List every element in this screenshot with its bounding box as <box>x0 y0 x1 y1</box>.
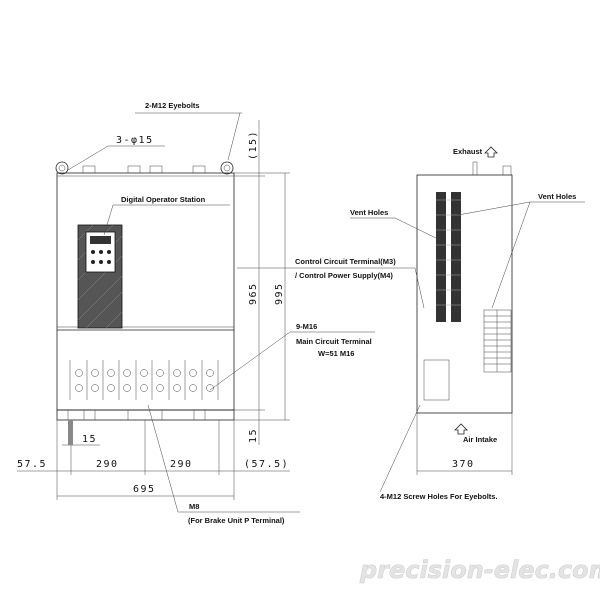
vent-holes-right-label: Vent Holes <box>538 192 576 201</box>
control-power-label: / Control Power Supply(M4) <box>295 271 393 280</box>
side-view <box>350 146 585 493</box>
exhaust-label: Exhaust <box>453 147 483 156</box>
control-terminal-block <box>423 359 450 401</box>
holes-label: 3-φ15 <box>116 135 154 146</box>
side-body-outline <box>416 174 513 414</box>
watermark: precision-elec.com <box>359 556 600 584</box>
air-intake-label: Air Intake <box>463 435 497 444</box>
dim-width-total: 695 <box>133 484 156 495</box>
air-intake-arrow-icon <box>454 423 468 435</box>
screw-holes-label: 4-M12 Screw Holes For Eyebolts. <box>380 492 498 501</box>
vent-grille <box>483 309 512 373</box>
vent-holes-column-2 <box>451 192 461 322</box>
brake-bolt-label: M8 <box>189 502 199 511</box>
eyebolt-left <box>55 161 69 175</box>
main-terminal-count: 9-M16 <box>296 322 317 331</box>
dim-pitch-1: 290 <box>96 459 119 470</box>
dim-left-offset: 57.5 <box>17 459 47 470</box>
main-terminal-label: Main Circuit Terminal <box>296 337 372 346</box>
dim-top-clearance: (15) <box>248 130 259 160</box>
dim-height-inner: 965 <box>248 282 259 305</box>
exhaust-arrow-icon <box>484 146 498 158</box>
main-circuit-terminals <box>69 360 219 400</box>
dim-pitch-2: 290 <box>170 459 193 470</box>
dim-bottom-foot: 15 <box>248 428 259 443</box>
dim-height-total: 995 <box>274 282 285 305</box>
dim-hole-width: 15 <box>82 434 97 445</box>
brake-unit-label: (For Brake Unit P Terminal) <box>188 516 285 525</box>
vent-holes-column-1 <box>436 192 446 322</box>
vent-holes-left-label: Vent Holes <box>350 208 388 217</box>
bottom-foot <box>56 409 235 421</box>
eyebolt-right <box>220 161 234 175</box>
dim-depth: 370 <box>452 459 475 470</box>
eyebolts-label: 2-M12 Eyebolts <box>145 101 200 110</box>
dim-right-offset: (57.5) <box>244 459 289 470</box>
main-terminal-width: W=51 M16 <box>318 349 354 358</box>
operator-station-label: Digital Operator Station <box>121 195 206 204</box>
control-terminal-label: Control Circuit Terminal(M3) <box>295 257 396 266</box>
hole-marker <box>68 420 73 445</box>
front-view <box>17 112 415 513</box>
